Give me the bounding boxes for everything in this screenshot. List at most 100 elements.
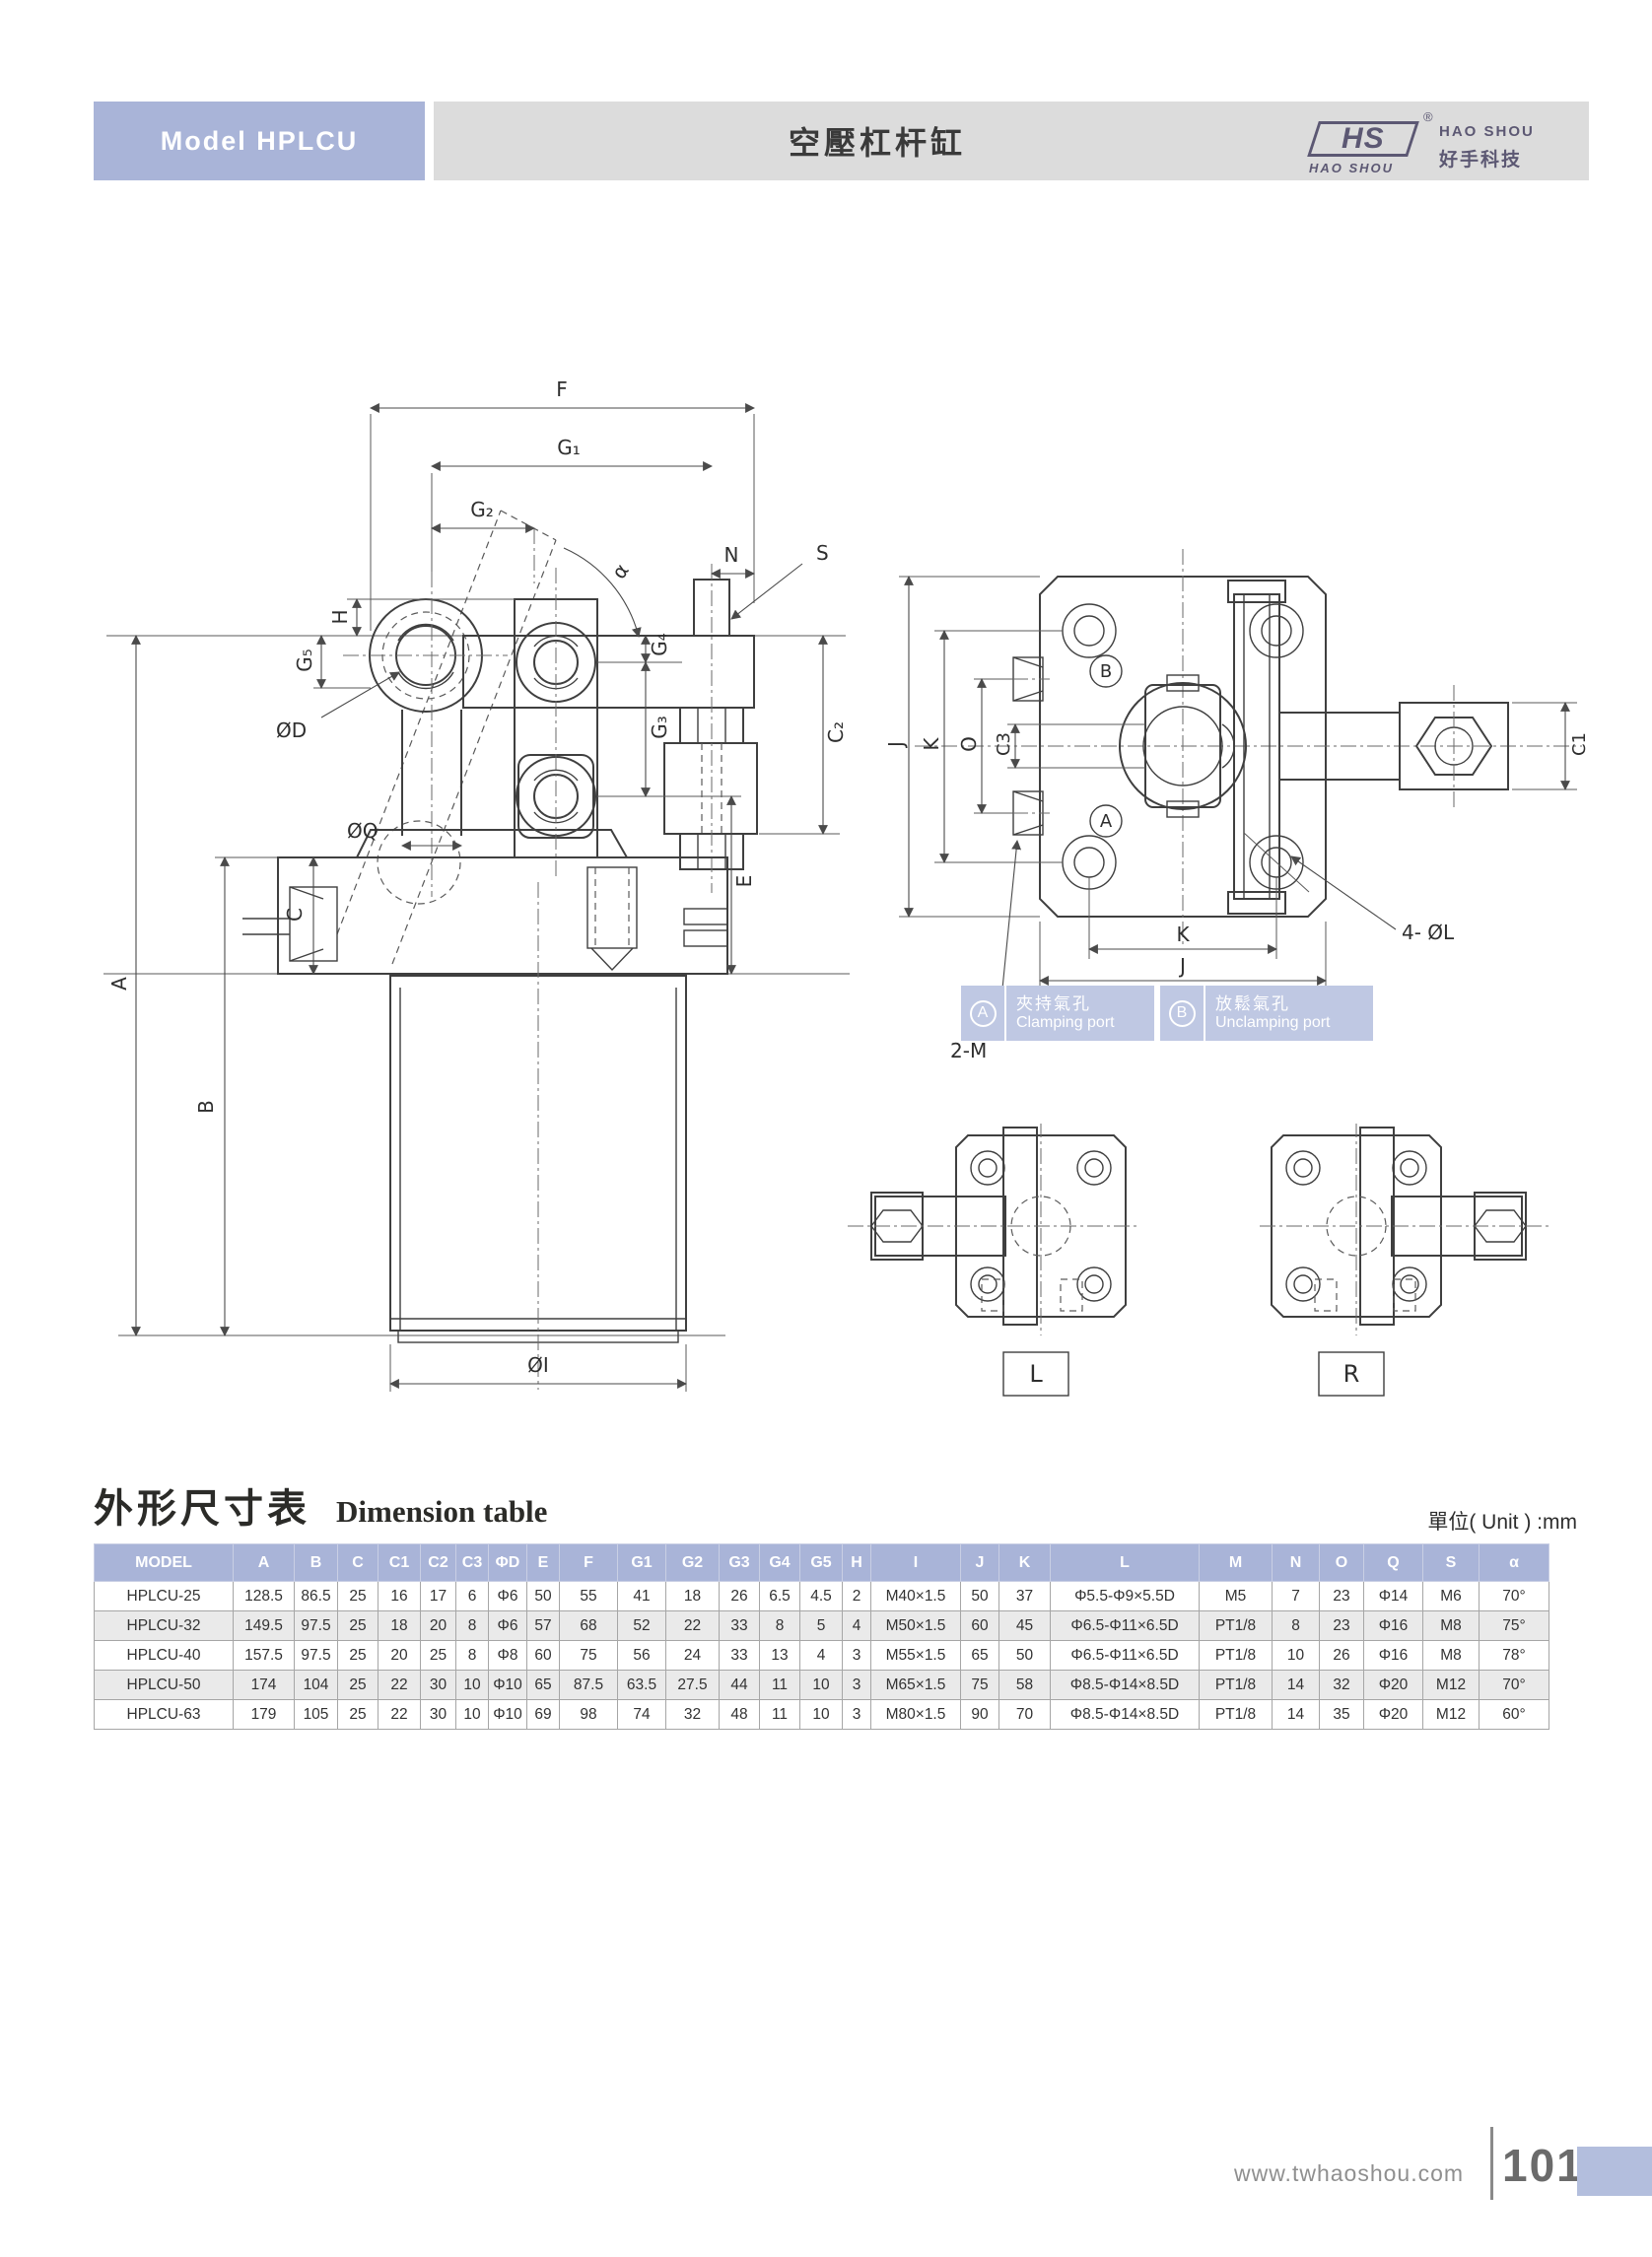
- value-cell: 11: [759, 1670, 800, 1700]
- logo-name-zh: 好手科技: [1439, 150, 1523, 171]
- legend-unclamping: B 放鬆氣孔 Unclamping port: [1160, 986, 1373, 1041]
- value-cell: 68: [559, 1610, 618, 1641]
- legend-a-symbol: A: [961, 986, 1006, 1041]
- dim-label-G4: G₄: [648, 633, 671, 656]
- flange-body: [1039, 576, 1327, 918]
- value-cell: Φ16: [1363, 1640, 1423, 1671]
- value-cell: 20: [378, 1640, 421, 1671]
- side-view-drawing: F G₁ G₂ α N S H G₅ ØD G₄ G₃: [103, 377, 850, 1392]
- value-cell: Φ20: [1363, 1670, 1423, 1700]
- page-title: 空壓杠杆缸: [788, 125, 966, 161]
- l-view: [848, 1124, 1138, 1335]
- value-cell: 30: [420, 1670, 456, 1700]
- value-cell: Φ5.5-Φ9×5.5D: [1050, 1581, 1200, 1611]
- col-header-N: N: [1272, 1543, 1320, 1582]
- value-cell: 58: [998, 1670, 1051, 1700]
- value-cell: 90: [960, 1699, 999, 1730]
- value-cell: 11: [759, 1699, 800, 1730]
- value-cell: 10: [455, 1670, 489, 1700]
- value-cell: 63.5: [617, 1670, 666, 1700]
- logo-name-en: HAO SHOU: [1439, 123, 1535, 140]
- value-cell: 4: [799, 1640, 843, 1671]
- hex-nut: [1414, 717, 1493, 776]
- value-cell: M80×1.5: [870, 1699, 961, 1730]
- r-label: R: [1343, 1360, 1360, 1388]
- lr-views-drawing: L R: [848, 1124, 1549, 1397]
- value-cell: M8: [1422, 1640, 1480, 1671]
- value-cell: PT1/8: [1199, 1610, 1273, 1641]
- dim-label-C1: C1: [1569, 732, 1590, 756]
- value-cell: 75°: [1479, 1610, 1549, 1641]
- value-cell: 30: [420, 1699, 456, 1730]
- value-cell: 57: [526, 1610, 560, 1641]
- circle-b-icon: B: [1168, 999, 1196, 1027]
- model-cell: HPLCU-32: [94, 1610, 234, 1641]
- model-badge: Model HPLCU: [94, 102, 425, 180]
- value-cell: 104: [294, 1670, 338, 1700]
- value-cell: PT1/8: [1199, 1640, 1273, 1671]
- section-title: 外形尺寸表 Dimension table: [94, 1476, 547, 1534]
- value-cell: 48: [719, 1699, 760, 1730]
- col-header-Q: Q: [1363, 1543, 1423, 1582]
- value-cell: 25: [337, 1581, 379, 1611]
- value-cell: 105: [294, 1699, 338, 1730]
- logo-hs-text: HS: [1342, 122, 1385, 155]
- value-cell: Φ6.5-Φ11×6.5D: [1050, 1610, 1200, 1641]
- value-cell: 25: [337, 1610, 379, 1641]
- value-cell: 10: [1272, 1640, 1320, 1671]
- value-cell: 60°: [1479, 1699, 1549, 1730]
- value-cell: 33: [719, 1640, 760, 1671]
- value-cell: 174: [233, 1670, 295, 1700]
- col-header-E: E: [526, 1543, 560, 1582]
- value-cell: 69: [526, 1699, 560, 1730]
- value-cell: 17: [420, 1581, 456, 1611]
- legend-a-en: Clamping port: [1016, 1013, 1115, 1031]
- dim-label-OI: ØI: [527, 1353, 549, 1377]
- value-cell: 33: [719, 1610, 760, 1641]
- value-cell: M50×1.5: [870, 1610, 961, 1641]
- value-cell: 14: [1272, 1670, 1320, 1700]
- value-cell: 22: [665, 1610, 720, 1641]
- dim-label-C3: C3: [994, 732, 1014, 756]
- cylinder-head: [277, 856, 728, 975]
- col-header-C2: C2: [420, 1543, 456, 1582]
- value-cell: 65: [526, 1670, 560, 1700]
- value-cell: 65: [960, 1640, 999, 1671]
- value-cell: 8: [455, 1610, 489, 1641]
- value-cell: 35: [1319, 1699, 1364, 1730]
- dim-label-2M: 2-M: [950, 1039, 987, 1062]
- value-cell: 157.5: [233, 1640, 295, 1671]
- logo-hs-mark: HS: [1307, 121, 1419, 157]
- port-A-letter: A: [1100, 811, 1113, 832]
- value-cell: 32: [1319, 1670, 1364, 1700]
- col-header-H: H: [842, 1543, 871, 1582]
- dim-label-K: K: [920, 737, 943, 751]
- dim-label-J: J: [887, 741, 908, 749]
- value-cell: 8: [455, 1640, 489, 1671]
- value-cell: 22: [378, 1699, 421, 1730]
- dim-label-OQ: ØQ: [347, 819, 378, 843]
- col-header-ΦD: ΦD: [488, 1543, 527, 1582]
- port-A-marker: [1089, 804, 1123, 838]
- model-cell: HPLCU-50: [94, 1670, 234, 1700]
- value-cell: 3: [842, 1670, 871, 1700]
- value-cell: Φ8.5-Φ14×8.5D: [1050, 1699, 1200, 1730]
- value-cell: 87.5: [559, 1670, 618, 1700]
- value-cell: Φ8: [488, 1640, 527, 1671]
- value-cell: 6: [455, 1581, 489, 1611]
- value-cell: 97.5: [294, 1640, 338, 1671]
- value-cell: 5: [799, 1610, 843, 1641]
- value-cell: Φ10: [488, 1699, 527, 1730]
- value-cell: Φ6.5-Φ11×6.5D: [1050, 1640, 1200, 1671]
- r-label-box: [1318, 1351, 1385, 1397]
- unit-note: 單位( Unit ) :mm: [1427, 1511, 1577, 1534]
- value-cell: 26: [719, 1581, 760, 1611]
- col-header-α: α: [1479, 1543, 1549, 1582]
- value-cell: Φ6: [488, 1610, 527, 1641]
- value-cell: Φ14: [1363, 1581, 1423, 1611]
- circle-a-icon: A: [969, 999, 997, 1027]
- value-cell: 149.5: [233, 1610, 295, 1641]
